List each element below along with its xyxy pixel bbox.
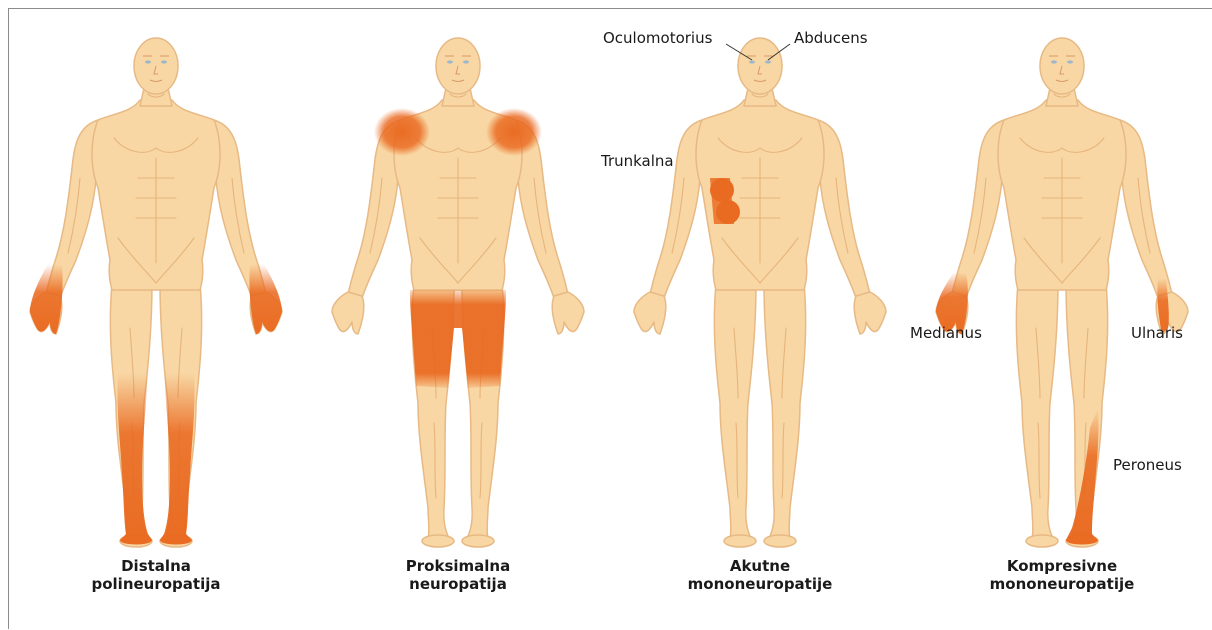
caption-proximal-line1: Proksimalna — [348, 557, 568, 575]
caption-distal: Distalna polineuropatija — [46, 557, 266, 593]
figure-proximal — [332, 38, 584, 547]
label-abducens: Abducens — [794, 29, 868, 47]
caption-acute: Akutne mononeuropatije — [650, 557, 870, 593]
label-oculomotorius: Oculomotorius — [603, 29, 712, 47]
caption-proximal: Proksimalna neuropatija — [348, 557, 568, 593]
caption-acute-line1: Akutne — [650, 557, 870, 575]
caption-distal-line2: polineuropatija — [46, 575, 266, 593]
caption-compressive-line2: mononeuropatije — [952, 575, 1172, 593]
figure-distal — [30, 38, 282, 547]
caption-acute-line2: mononeuropatije — [650, 575, 870, 593]
label-peroneus: Peroneus — [1113, 456, 1182, 474]
affected-region-legs-feet — [117, 373, 194, 545]
caption-compressive-line1: Kompresivne — [952, 557, 1172, 575]
label-medianus: Medianus — [910, 324, 982, 342]
caption-proximal-line2: neuropatija — [348, 575, 568, 593]
label-ulnaris: Ulnaris — [1131, 324, 1183, 342]
affected-region-thighs — [410, 290, 506, 388]
figure-acute — [634, 38, 886, 547]
caption-compressive: Kompresivne mononeuropatije — [952, 557, 1172, 593]
label-trunkalna: Trunkalna — [601, 152, 674, 170]
caption-distal-line1: Distalna — [46, 557, 266, 575]
